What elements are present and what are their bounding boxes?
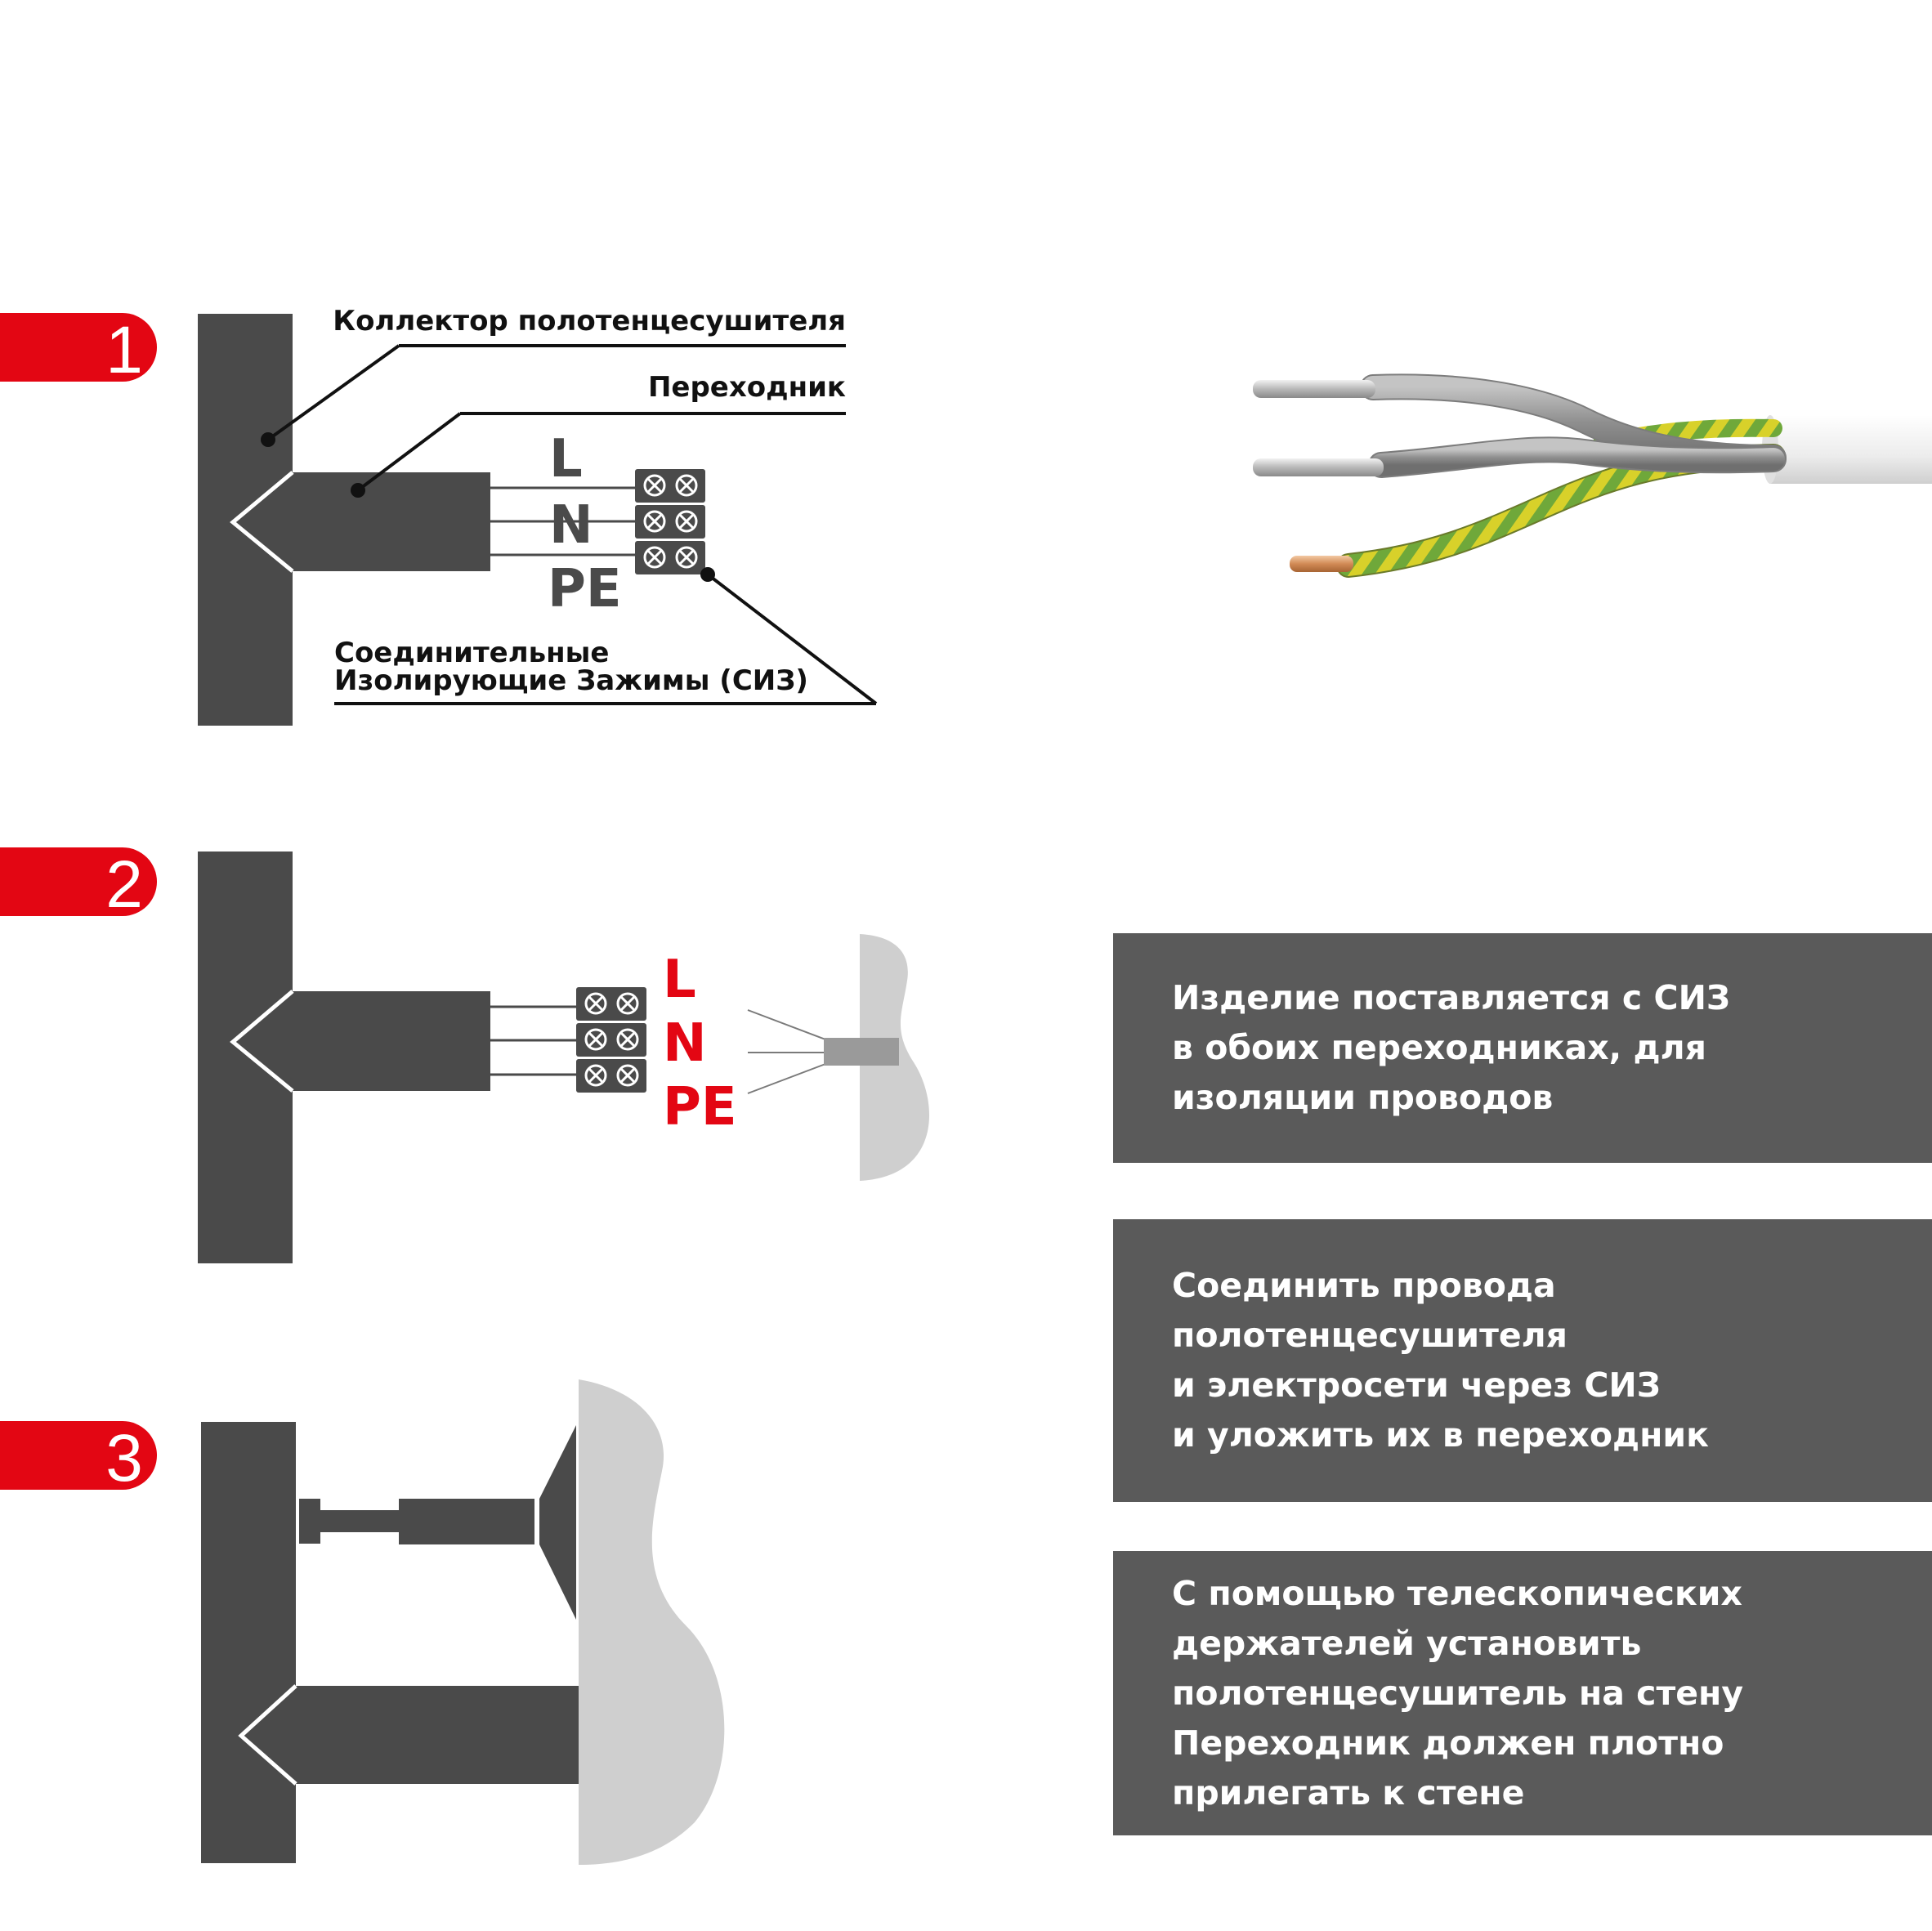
- wire-label-L: L: [549, 429, 583, 489]
- collector-bar: [201, 1422, 296, 1863]
- wire-label-PE: PE: [548, 559, 622, 619]
- step-number-3: 3: [105, 1421, 143, 1495]
- info-box-1: Изделие поставляется с СИЗ в обоих перех…: [1113, 933, 1932, 1163]
- wire-label-PE: PE: [663, 1077, 737, 1138]
- wire-label-N: N: [663, 1013, 707, 1074]
- adapter-body: [233, 988, 490, 1091]
- wire-label-N: N: [549, 495, 593, 556]
- info-box-1-line-1: Изделие поставляется с СИЗ: [1172, 978, 1731, 1017]
- info-box-1-line-3: изоляции проводов: [1172, 1078, 1554, 1117]
- holder-cone: [539, 1425, 576, 1620]
- adapter-body: [233, 468, 490, 571]
- diagram-step-2: L N PE: [198, 852, 930, 1263]
- info-box-2-line-3: и электросети через СИЗ: [1172, 1366, 1661, 1405]
- step-number-2: 2: [105, 847, 143, 922]
- step-number-1: 1: [105, 313, 143, 387]
- info-box-1-line-2: в обоих переходниках, для: [1172, 1028, 1706, 1067]
- info-box-3: С помощью телескопических держателей уст…: [1113, 1551, 1932, 1835]
- step-badge-3: 3: [0, 1421, 157, 1495]
- step-badge-1: 1: [0, 313, 157, 387]
- wall-cable: [824, 1038, 899, 1066]
- diagram-step-3: [201, 1379, 725, 1865]
- wall: [579, 1379, 725, 1865]
- label-collector: Коллектор полотенцесушителя: [333, 305, 846, 337]
- info-box-3-line-3: полотенцесушитель на стену: [1172, 1673, 1744, 1713]
- wire-label-L: L: [663, 950, 696, 1010]
- adapter-body: [241, 1686, 579, 1784]
- info-box-2-line-2: полотенцесушителя: [1172, 1316, 1568, 1355]
- label-clamps-line2: Изолирующие Зажимы (СИЗ): [334, 664, 808, 697]
- info-box-3-line-1: С помощью телескопических: [1172, 1573, 1742, 1613]
- clamp-screws: [584, 992, 639, 1087]
- step-badge-2: 2: [0, 847, 157, 922]
- cable-image: [1253, 373, 1932, 578]
- info-box-3-line-2: держателей установить: [1172, 1623, 1642, 1663]
- diagram-step-1: L N PE Коллектор полотенцесушителя Перех…: [198, 305, 878, 726]
- label-adapter: Переходник: [648, 371, 846, 404]
- clamp-screws: [643, 474, 698, 569]
- info-box-3-line-4: Переходник должен плотно: [1172, 1723, 1724, 1763]
- label-clamps-line1: Соединительные: [334, 637, 609, 669]
- info-box-2-line-1: Соединить провода: [1172, 1266, 1556, 1305]
- info-box-2: Соединить провода полотенцесушителя и эл…: [1113, 1219, 1932, 1502]
- info-box-2-line-4: и уложить их в переходник: [1172, 1415, 1709, 1455]
- info-box-3-line-5: прилегать к стене: [1172, 1772, 1525, 1813]
